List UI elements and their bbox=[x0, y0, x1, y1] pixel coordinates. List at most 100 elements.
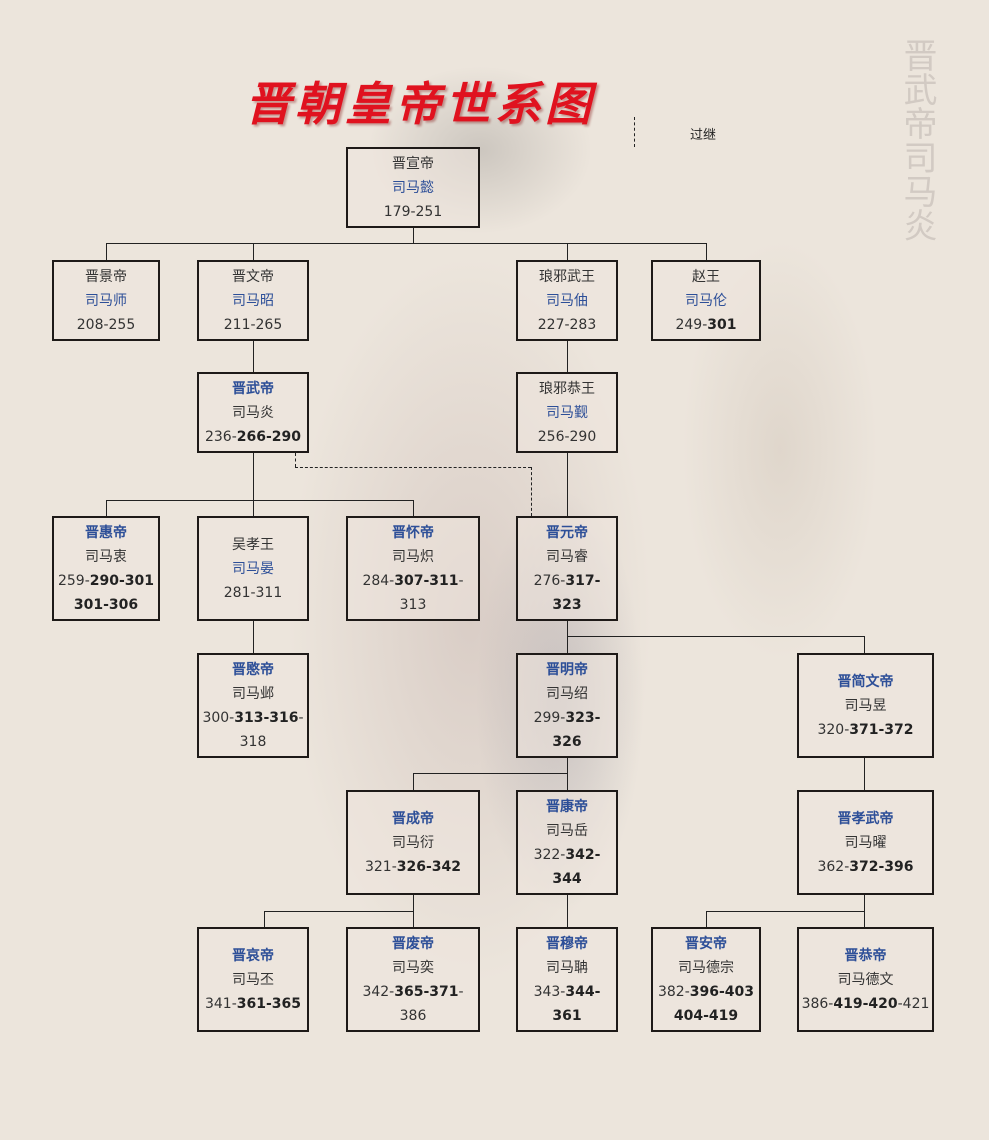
watermark-calligraphy: 晋武帝司马炎 bbox=[897, 38, 937, 242]
person-name: 司马丕 bbox=[232, 971, 274, 988]
connector-line bbox=[567, 243, 568, 260]
person-name: 司马炎 bbox=[232, 404, 274, 421]
person-dates: 208-255 bbox=[77, 313, 136, 337]
person-name: 司马岳 bbox=[546, 822, 588, 839]
person-name: 司马昭 bbox=[232, 292, 274, 309]
reign-years: 290-301 bbox=[89, 572, 155, 589]
adoption-dashed-line bbox=[295, 467, 531, 468]
person-dates: 344 bbox=[552, 867, 581, 891]
person-dates: 313 bbox=[400, 593, 427, 617]
person-dates: 341-361-365 bbox=[205, 992, 301, 1016]
person-name: 司马师 bbox=[85, 292, 127, 309]
person-dates: 404-419 bbox=[674, 1004, 738, 1028]
person-title: 晋康帝 bbox=[546, 798, 588, 815]
life-years: 179-251 bbox=[383, 203, 443, 220]
person-box-wen[interactable]: 晋文帝司马昭 211-265 bbox=[197, 260, 309, 341]
connector-line bbox=[264, 911, 414, 912]
life-years: 322- bbox=[533, 846, 566, 863]
reign-years: 361 bbox=[552, 1007, 582, 1024]
reign-years: 266-290 bbox=[236, 428, 302, 445]
reign-years: 313-316 bbox=[234, 709, 299, 726]
person-dates: 299-323- bbox=[534, 706, 601, 730]
person-dates: 179-251 bbox=[384, 200, 443, 224]
person-title: 晋愍帝 bbox=[232, 661, 274, 678]
reign-years: 361-365 bbox=[236, 995, 302, 1012]
connector-line bbox=[413, 773, 414, 790]
person-title: 晋惠帝 bbox=[85, 524, 127, 541]
person-dates: 300-313-316- bbox=[202, 706, 303, 730]
person-box-min[interactable]: 晋愍帝司马邺 300-313-316- 318 bbox=[197, 653, 309, 758]
person-dates: 281-311 bbox=[224, 581, 283, 605]
reign-years: 342- bbox=[565, 846, 601, 863]
adoption-dashed-line bbox=[295, 453, 296, 467]
person-dates: 256-290 bbox=[538, 425, 597, 449]
person-box-xiaowu[interactable]: 晋孝武帝司马曜 362-372-396 bbox=[797, 790, 934, 895]
person-name: 司马曜 bbox=[844, 834, 887, 851]
person-dates: 259-290-301 bbox=[58, 569, 154, 593]
connector-line bbox=[413, 500, 414, 516]
person-title: 晋怀帝 bbox=[392, 524, 434, 541]
person-title: 晋宣帝 bbox=[392, 155, 434, 172]
person-name: 司马衷 bbox=[85, 548, 127, 565]
person-title: 赵王 bbox=[692, 268, 720, 285]
person-dates: 211-265 bbox=[224, 313, 283, 337]
life-years: 259- bbox=[57, 572, 90, 589]
person-dates: 386-419-420-421 bbox=[802, 992, 930, 1016]
person-name: 司马德宗 bbox=[678, 959, 734, 976]
person-title: 晋废帝 bbox=[392, 935, 434, 952]
person-title: 琅邪恭王 bbox=[539, 380, 595, 397]
life-years: 208-255 bbox=[76, 316, 136, 333]
person-box-xuan[interactable]: 晋宣帝司马懿 179-251 bbox=[346, 147, 480, 228]
connector-line bbox=[706, 911, 865, 912]
legend-dashed-line bbox=[634, 117, 635, 147]
person-title: 晋武帝 bbox=[232, 380, 274, 397]
reign-years: 404-419 bbox=[673, 1007, 739, 1024]
reign-years: 307-311 bbox=[394, 572, 459, 589]
person-title: 晋成帝 bbox=[392, 810, 434, 827]
person-dates: 321-326-342 bbox=[365, 855, 461, 879]
person-dates: 362-372-396 bbox=[817, 855, 913, 879]
life-years: 211-265 bbox=[223, 316, 283, 333]
life-years: 341- bbox=[204, 995, 237, 1012]
person-title: 晋穆帝 bbox=[546, 935, 588, 952]
person-name: 司马伷 bbox=[546, 292, 588, 309]
person-name: 司马睿 bbox=[546, 548, 588, 565]
person-box-kang[interactable]: 晋康帝司马岳 322-342- 344 bbox=[516, 790, 618, 895]
person-name: 司马邺 bbox=[232, 685, 274, 702]
person-box-jing[interactable]: 晋景帝司马师 208-255 bbox=[52, 260, 160, 341]
life-years: 318 bbox=[239, 733, 267, 750]
person-title: 晋孝武帝 bbox=[837, 810, 894, 827]
person-name: 司马懿 bbox=[392, 179, 434, 196]
life-years: 299- bbox=[533, 709, 566, 726]
person-title: 晋文帝 bbox=[232, 268, 274, 285]
life-years: 276- bbox=[533, 572, 566, 589]
connector-line bbox=[253, 621, 254, 653]
life-years: 281-311 bbox=[223, 584, 283, 601]
connector-line bbox=[106, 500, 107, 516]
reign-years: 396-403 bbox=[689, 983, 755, 1000]
connector-line bbox=[567, 453, 568, 516]
reign-years: 326 bbox=[552, 733, 582, 750]
connector-line bbox=[264, 911, 265, 927]
reign-years: 344 bbox=[552, 870, 582, 887]
connector-line bbox=[567, 341, 568, 372]
connector-line bbox=[706, 911, 707, 927]
reign-years: 301-306 bbox=[73, 596, 139, 613]
person-title: 晋景帝 bbox=[85, 268, 127, 285]
person-box-hui[interactable]: 晋惠帝司马衷 259-290-301 301-306 bbox=[52, 516, 160, 621]
